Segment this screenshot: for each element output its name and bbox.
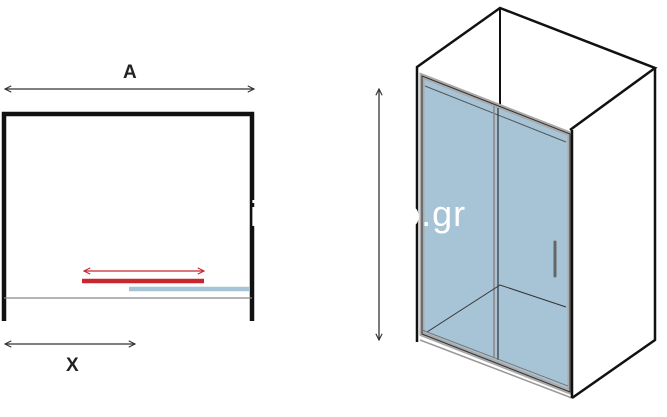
plan-view bbox=[1, 89, 255, 344]
watermark: i :gdo.gr bbox=[250, 193, 467, 234]
enclosure-walls bbox=[1, 111, 255, 321]
width-label: A bbox=[123, 62, 137, 83]
floor-lines bbox=[426, 284, 567, 333]
perspective-view bbox=[379, 6, 658, 400]
opening-label: X bbox=[66, 355, 79, 376]
